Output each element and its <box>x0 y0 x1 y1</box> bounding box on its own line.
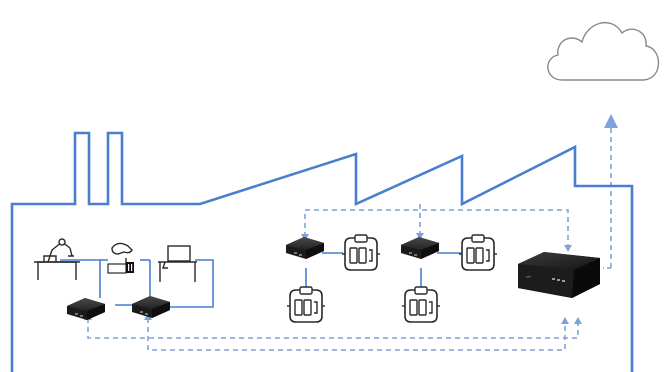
controller-module-icon <box>458 234 498 271</box>
right-cluster-connections <box>305 252 461 287</box>
dashed-links <box>87 201 579 351</box>
factory-building-outline <box>10 131 634 372</box>
robot-arm-icon <box>34 238 80 280</box>
cloud-icon <box>547 22 660 81</box>
workstation-icon <box>158 245 197 282</box>
controller-module-icon <box>286 286 326 323</box>
edge-gateway-icon <box>286 237 324 259</box>
edge-gateway-icon <box>132 296 170 318</box>
left-cluster-connections <box>60 259 214 308</box>
edge-gateway-icon <box>401 237 439 259</box>
scanner-icon <box>107 242 134 274</box>
controller-module-icon <box>401 286 441 323</box>
cloud-uplink-arrow <box>603 114 618 269</box>
controller-module-icon <box>341 234 381 271</box>
server-appliance-icon <box>518 252 600 298</box>
edge-gateway-icon <box>67 298 105 320</box>
